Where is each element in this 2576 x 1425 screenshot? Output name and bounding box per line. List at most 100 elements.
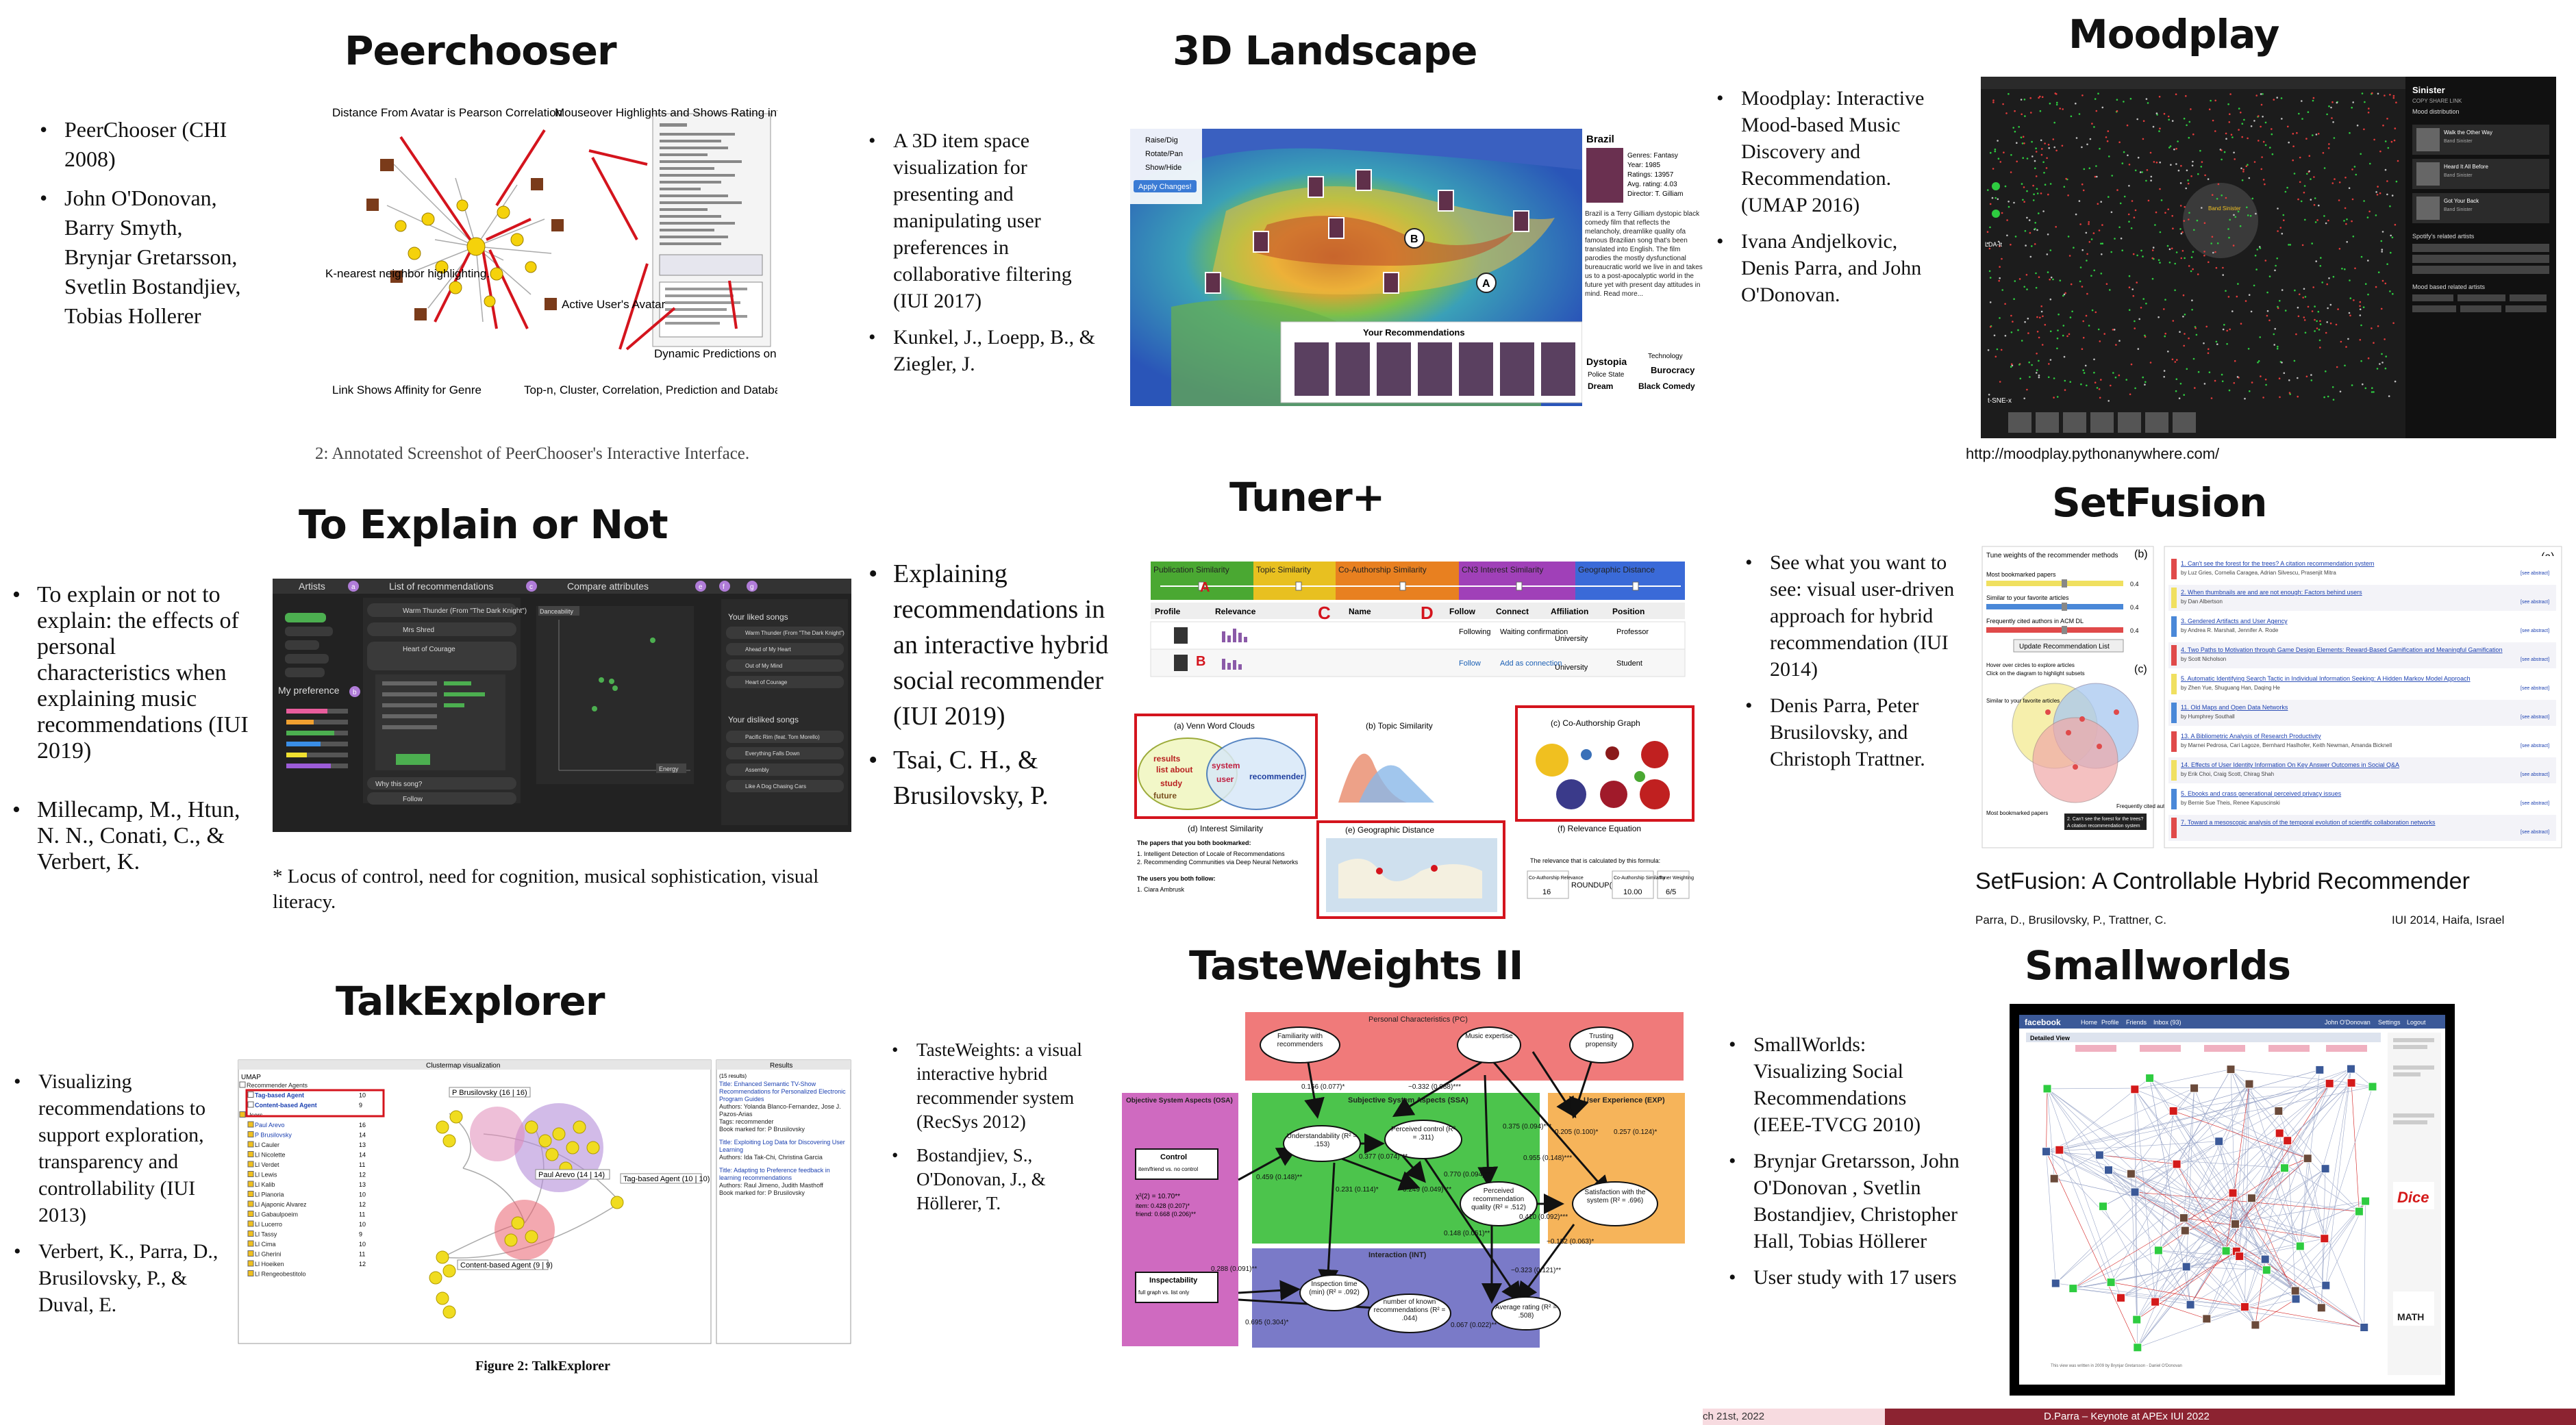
mood-dot[interactable] [2136,254,2138,257]
mood-dot[interactable] [2177,140,2179,142]
mood-dot[interactable] [2191,309,2193,311]
mood-dot[interactable] [2226,343,2228,345]
mood-dot[interactable] [2289,244,2292,246]
friend-node[interactable] [2235,1252,2244,1261]
mood-dot[interactable] [1987,349,1990,351]
mood-dot[interactable] [2301,244,2304,247]
mood-dot[interactable] [2303,316,2305,318]
mood-dot[interactable] [2133,216,2136,218]
mood-dot[interactable] [2284,190,2287,193]
friend-node[interactable] [2274,1107,2284,1115]
mood-dot[interactable] [2281,362,2283,364]
mood-dot[interactable] [2056,101,2058,104]
mood-dot[interactable] [1992,168,1994,170]
mood-dot[interactable] [2287,125,2289,128]
mood-dot[interactable] [2097,92,2099,94]
tree-checkbox[interactable] [247,1151,254,1157]
mood-dot[interactable] [2190,270,2192,273]
mood-dot[interactable] [2058,313,2060,316]
mood-dot[interactable] [2151,257,2153,260]
mood-dot[interactable] [2225,290,2227,292]
mood-dot[interactable] [2314,221,2317,223]
mood-dot[interactable] [2021,340,2023,342]
mood-dot[interactable] [2208,261,2210,264]
article-title[interactable]: 4. Two Paths to Motivation through Game … [2181,646,2503,653]
mood-dot[interactable] [2093,371,2095,374]
mood-dot[interactable] [2300,200,2303,203]
mood-dot[interactable] [2394,223,2397,226]
mood-dot[interactable] [2005,112,2008,114]
mood-dot[interactable] [2332,275,2335,278]
mood-dot[interactable] [2155,162,2158,164]
mood-dot[interactable] [2036,229,2038,231]
mood-dot[interactable] [2298,112,2300,115]
mood-dot[interactable] [2079,266,2082,268]
mood-dot[interactable] [2338,199,2340,201]
moodplay-url[interactable]: http://moodplay.pythonanywhere.com/ [1966,445,2220,462]
mood-dot[interactable] [2362,306,2365,309]
mood-dot[interactable] [2339,390,2342,393]
mood-dot[interactable] [2078,113,2081,115]
mood-dot[interactable] [2173,148,2175,151]
mood-dot[interactable] [2083,372,2086,374]
mood-dot[interactable] [2183,220,2186,222]
mood-dot[interactable] [2262,140,2265,143]
mood-dot[interactable] [2159,161,2161,164]
mood-dot[interactable] [2183,344,2185,347]
friend-node[interactable] [2168,1106,2178,1115]
friend-node[interactable] [2214,1137,2224,1146]
mood-dot[interactable] [2214,99,2216,102]
tree-item[interactable]: Ll Hoeiken [255,1261,284,1268]
mood-dot[interactable] [2191,164,2194,167]
mood-dot[interactable] [2312,134,2314,136]
mood-dot[interactable] [2188,136,2190,139]
mood-dot[interactable] [2306,173,2308,175]
mood-dot[interactable] [1994,355,1997,358]
mood-dot[interactable] [2049,330,2052,333]
friend-node[interactable] [2354,1207,2364,1216]
mood-dot[interactable] [2315,260,2317,262]
mood-dot[interactable] [2184,205,2186,208]
mood-dot[interactable] [2089,138,2092,140]
mood-dot[interactable] [2003,151,2005,153]
mood-dot[interactable] [2041,96,2044,98]
mood-dot[interactable] [2075,102,2077,105]
mood-dot[interactable] [2151,277,2154,280]
mood-dot[interactable] [2292,145,2294,147]
mood-dot[interactable] [2004,185,2007,188]
mood-dot[interactable] [2394,380,2397,383]
mood-dot[interactable] [2183,117,2186,120]
mood-dot[interactable] [2099,340,2101,342]
mood-dot[interactable] [2029,97,2031,99]
mood-dot[interactable] [2006,234,2008,237]
mood-dot[interactable] [2178,397,2181,399]
mood-dot[interactable] [2326,321,2328,323]
mood-dot[interactable] [2164,332,2166,335]
mood-dot[interactable] [1986,231,1989,233]
mood-dot[interactable] [2111,175,2113,177]
mood-dot[interactable] [2373,342,2375,344]
mood-dot[interactable] [2038,336,2040,339]
mood-dot[interactable] [1999,317,2001,319]
mood-dot[interactable] [2110,251,2112,253]
mood-dot[interactable] [2144,383,2146,386]
mood-dot[interactable] [2131,288,2134,290]
mood-dot[interactable] [2302,297,2304,299]
mood-dot[interactable] [2184,257,2186,260]
mood-dot[interactable] [2038,212,2040,214]
mood-dot[interactable] [2147,102,2149,104]
mood-dot[interactable] [1999,266,2001,268]
mood-dot[interactable] [2020,136,2023,138]
mood-dot[interactable] [2033,193,2035,195]
mood-dot[interactable] [2063,293,2066,296]
mood-dot[interactable] [2361,92,2364,94]
tree-checkbox[interactable] [247,1101,254,1108]
mood-dot[interactable] [2389,94,2391,96]
mood-dot[interactable] [2312,286,2314,288]
tree-checkbox[interactable] [239,1111,246,1118]
mood-dot[interactable] [2351,168,2353,171]
mood-dot[interactable] [2249,390,2251,392]
mood-dot[interactable] [2118,374,2121,377]
mood-dot[interactable] [2039,316,2041,319]
mood-dot[interactable] [2233,214,2235,216]
